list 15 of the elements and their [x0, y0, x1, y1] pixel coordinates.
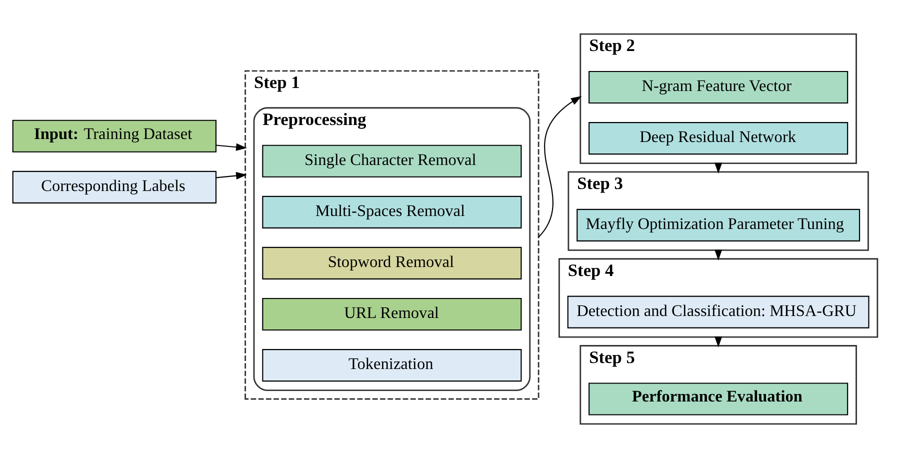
node-box: Detection and Classification: MHSA-GRU: [567, 295, 870, 328]
node-box: Corresponding Labels: [12, 170, 217, 203]
arrow: [538, 95, 582, 237]
node-box: Performance Evaluation: [588, 382, 848, 415]
arrow: [216, 171, 247, 180]
node-box: Deep Residual Network: [588, 122, 848, 154]
node-box: Stopword Removal: [262, 246, 522, 279]
node-box: Tokenization: [262, 348, 522, 382]
node-box: N-gram Feature Vector: [588, 70, 848, 104]
node-box: Single Character Removal: [262, 144, 522, 177]
arrow: [216, 142, 247, 150]
node-box: Input: Training Dataset: [12, 119, 217, 152]
node-box: URL Removal: [262, 297, 522, 330]
node-box: Mayfly Optimization Parameter Tuning: [576, 208, 860, 241]
node-box: Multi-Spaces Removal: [262, 195, 522, 228]
